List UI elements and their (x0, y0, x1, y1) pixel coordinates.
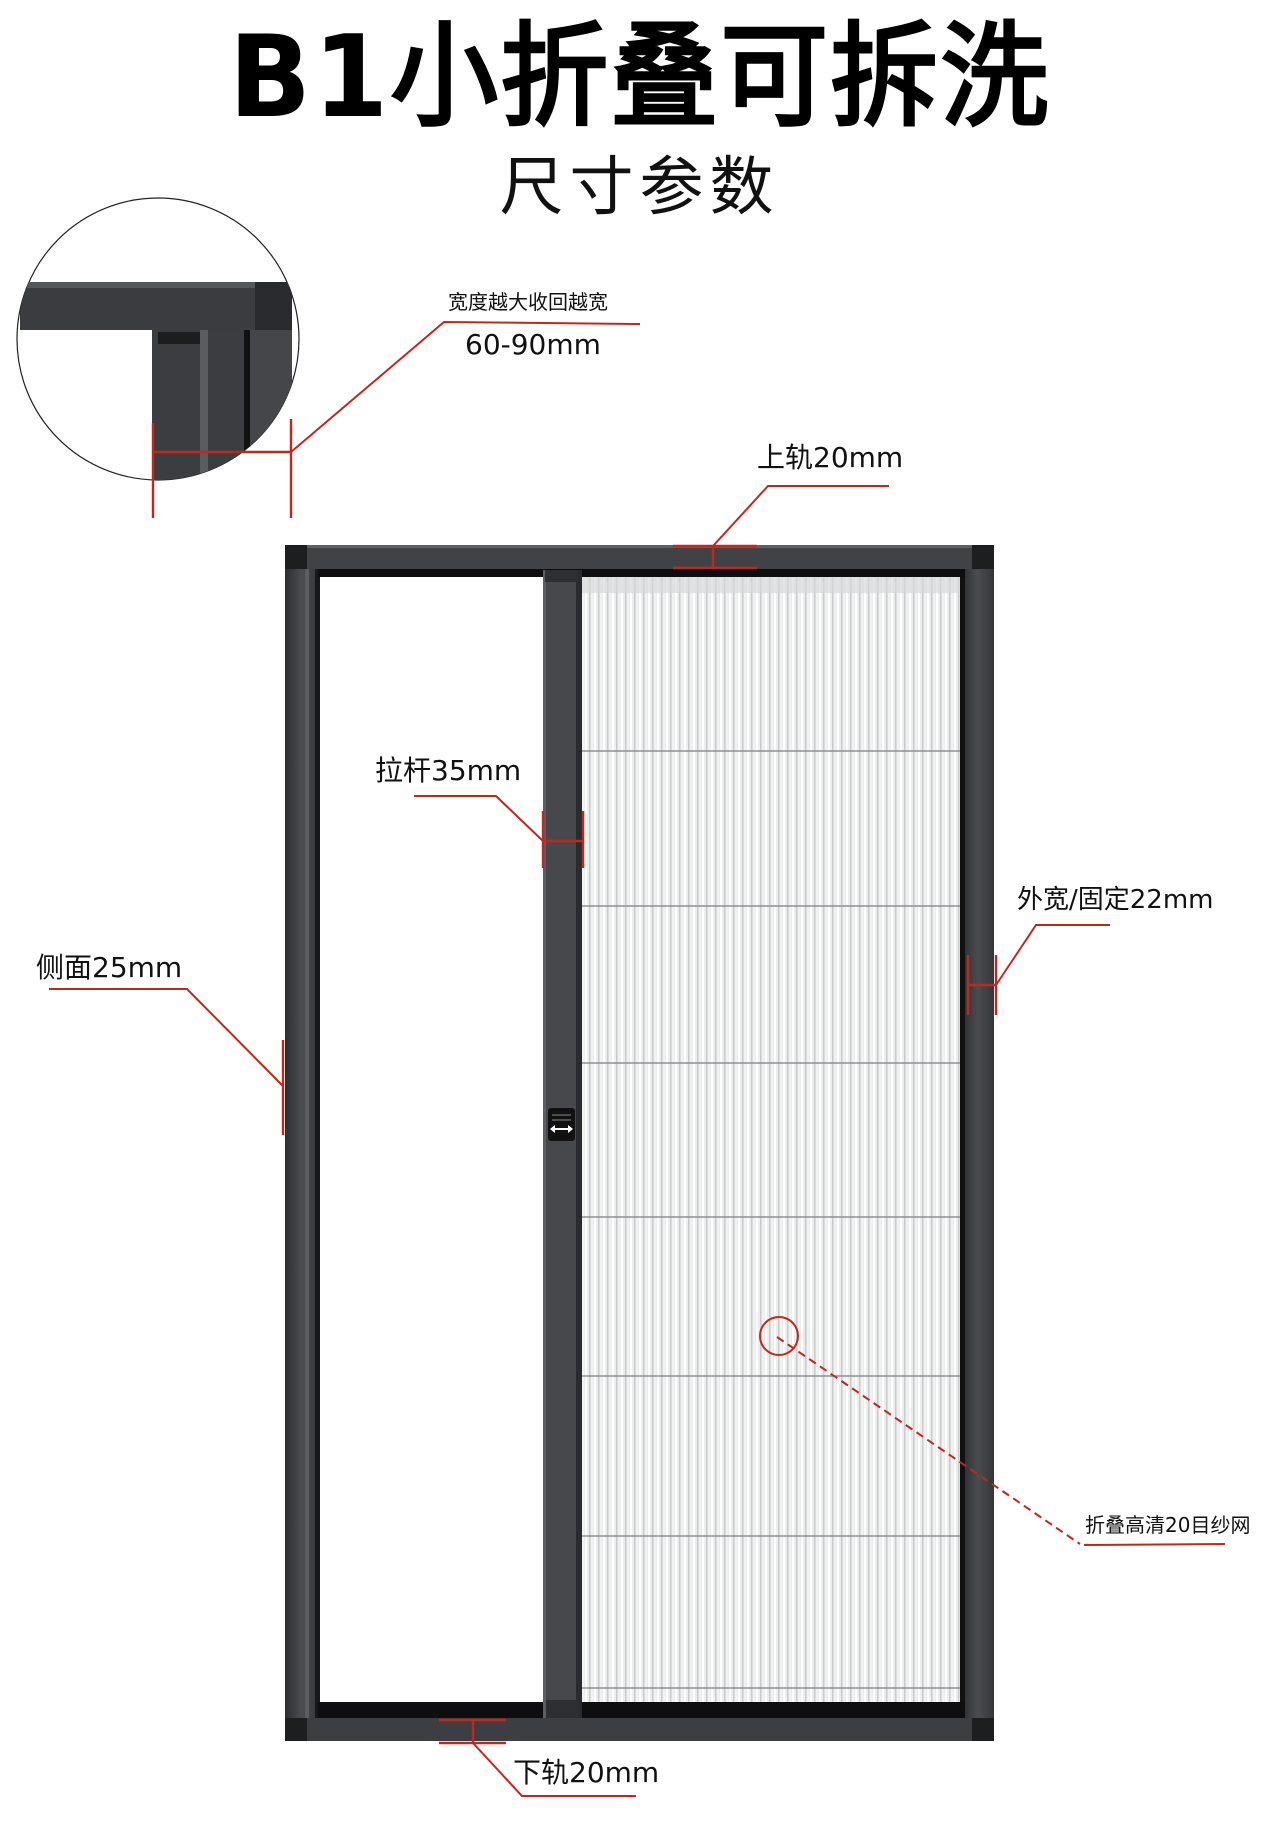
detail-value-label: 60-90mm (465, 328, 601, 361)
door-frame (285, 545, 994, 1741)
pull-bar[interactable] (543, 570, 582, 1718)
mesh-callout (759, 1316, 1226, 1546)
lock-handle-icon[interactable] (548, 1108, 575, 1141)
pull-bar-dimension (414, 795, 585, 868)
outer-width-dimension (966, 924, 1110, 1015)
page-title: B1小折叠可拆洗 (228, 11, 1051, 144)
top-rail-dimension (673, 485, 889, 570)
side-dimension (49, 988, 285, 1135)
mesh-label: 折叠高清20目纱网 (1085, 1513, 1251, 1537)
side-label: 侧面25mm (36, 951, 183, 984)
pull-bar-label: 拉杆35mm (375, 754, 522, 787)
bottom-rail-dimension (439, 1718, 636, 1797)
bottom-rail-label: 下轨20mm (513, 1756, 660, 1789)
pleated-mesh (582, 577, 960, 1702)
outer-width-label: 外宽/固定22mm (1017, 885, 1214, 915)
top-rail-label: 上轨20mm (757, 441, 904, 474)
detail-note-label: 宽度越大收回越宽 (448, 290, 608, 314)
page-subtitle: 尺寸参数 (499, 151, 780, 225)
